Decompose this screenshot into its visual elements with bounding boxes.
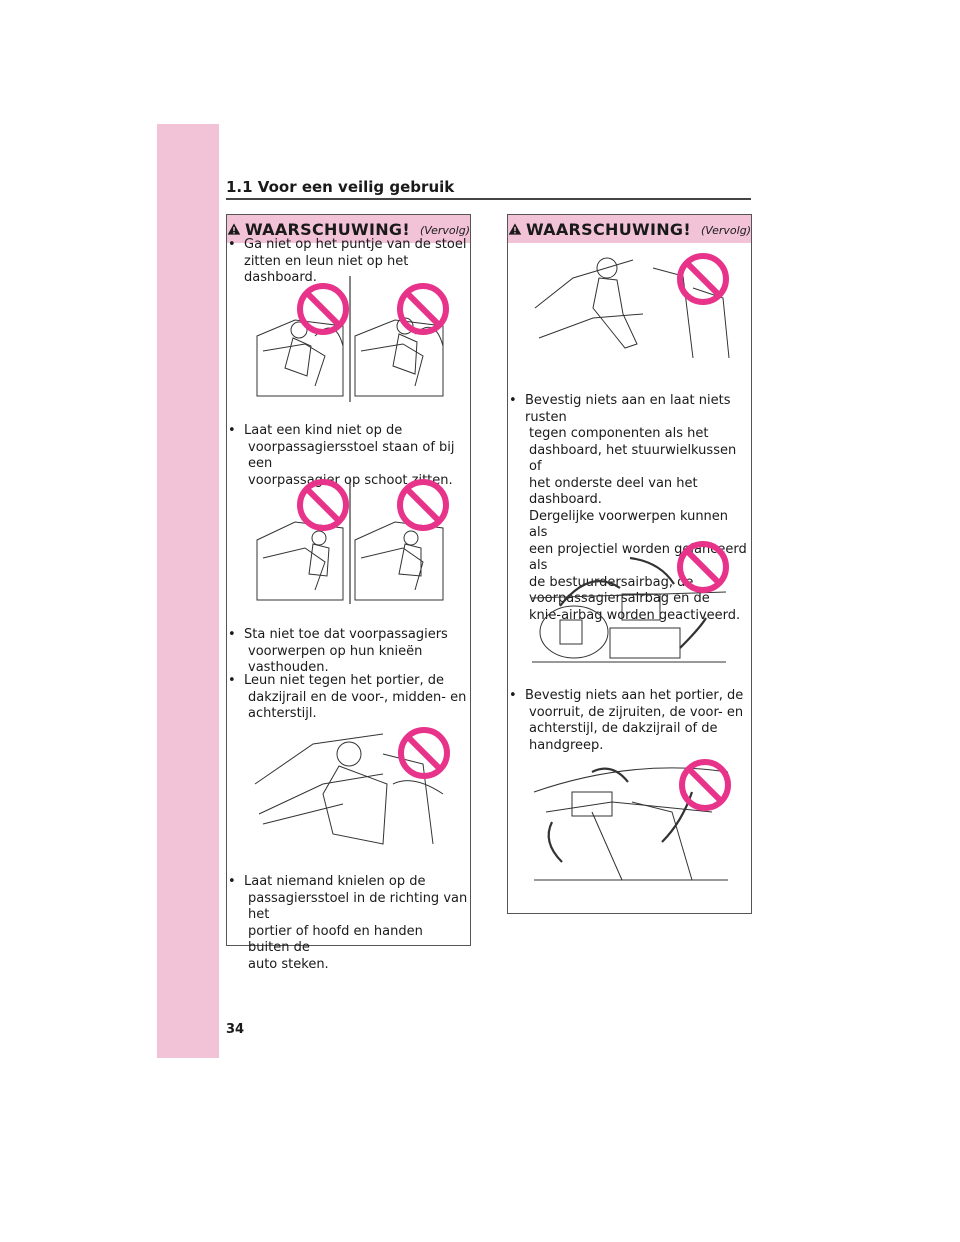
warning-continued: (Vervolg) [419, 224, 470, 237]
warning-continued: (Vervolg) [700, 224, 751, 237]
illustration-dashboard-airbags [531, 556, 726, 663]
illustration-interior-pillars [533, 767, 728, 881]
warning-header: WAARSCHUWING! (Vervolg) [508, 215, 751, 243]
warning-box-right: WAARSCHUWING! (Vervolg) [507, 214, 752, 914]
illustration-kneeling-seat [534, 257, 730, 359]
illustration-leaning-door [254, 733, 444, 845]
illustration-child-front-seat [256, 478, 444, 604]
warning-header: WAARSCHUWING! (Vervolg) [227, 215, 470, 243]
prohibition-sign-icon [297, 479, 349, 531]
prohibition-sign-icon [677, 541, 729, 593]
illustration-leaning-dashboard [256, 276, 444, 402]
warning-triangle-icon [227, 223, 241, 235]
prohibition-sign-icon [398, 727, 450, 779]
prohibition-sign-icon [397, 283, 449, 335]
page-number: 34 [226, 1022, 245, 1037]
prohibition-sign-icon [679, 759, 731, 811]
prohibition-sign-icon [677, 253, 729, 305]
warning-title: WAARSCHUWING! [244, 219, 410, 239]
warning-box-left: WAARSCHUWING! (Vervolg) [226, 214, 471, 946]
warning-triangle-icon [508, 223, 522, 235]
section-title: 1.1 Voor een veilig gebruik [226, 178, 455, 196]
section-divider [226, 198, 751, 200]
prohibition-sign-icon [297, 283, 349, 335]
warning-title: WAARSCHUWING! [525, 219, 691, 239]
prohibition-sign-icon [397, 479, 449, 531]
chapter-side-tab [157, 124, 219, 1058]
bullet-item: • Bevestig niets aan en laat niets ruste… [509, 393, 747, 623]
